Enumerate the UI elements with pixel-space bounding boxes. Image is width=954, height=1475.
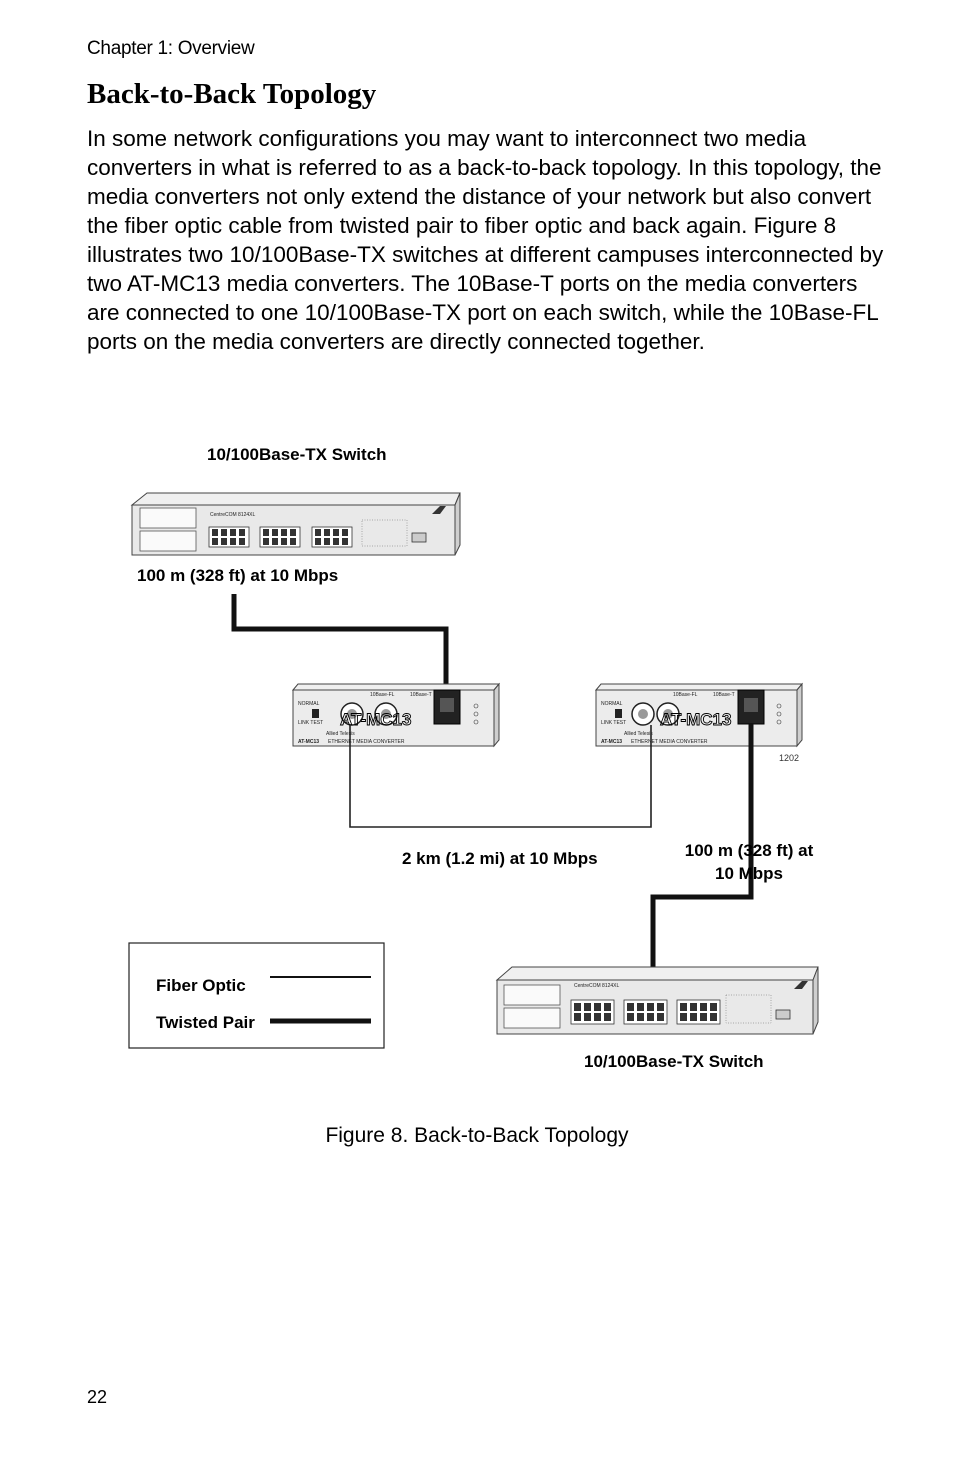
converter-left: NORMAL LINK TEST 10Base-FL 10Base-T AT-M…	[291, 682, 501, 748]
converter-left-brand: Allied Telesis	[326, 731, 355, 737]
converter-right-t-port-label: 10Base-T	[713, 692, 735, 698]
svg-text:NORMAL: NORMAL	[601, 701, 623, 707]
page-number: 22	[87, 1387, 108, 1407]
converter-left-model-small: AT-MC13	[298, 739, 319, 745]
switch-bottom-label: 10/100Base-TX Switch	[584, 1052, 764, 1071]
converter-left-fl-port-label: 10Base-FL	[370, 692, 395, 698]
switch-top-device: CentreCOM 8124XL	[130, 492, 461, 556]
switch-bottom-model: CentreCOM 8124XL	[574, 983, 620, 989]
body-paragraph: In some network configurations you may w…	[87, 126, 884, 354]
fiber-optic-cables	[349, 725, 652, 828]
switch-bottom-device: CentreCOM 8124XL	[495, 966, 819, 1035]
converter-right-model-small: AT-MC13	[601, 739, 622, 745]
right-link-label-line2: 10 Mbps	[715, 864, 783, 883]
converter-right-model-outline: AT-MC13	[660, 710, 731, 729]
converter-left-subtitle: ETHERNET MEDIA CONVERTER	[328, 739, 405, 745]
right-link-label-line1: 100 m (328 ft) at	[685, 841, 814, 860]
twisted-pair-cable-bottom	[650, 724, 754, 1000]
figure-caption: Figure 8. Back-to-Back Topology	[325, 1124, 629, 1147]
converter-right-brand: Allied Telesis	[624, 731, 653, 737]
converter-right: NORMAL LINK TEST 10Base-FL 10Base-T AT-M…	[594, 682, 804, 748]
converter-left-model-outline: AT-MC13	[340, 710, 411, 729]
converter-right-subtitle: ETHERNET MEDIA CONVERTER	[631, 739, 708, 745]
switch-top-model: CentreCOM 8124XL	[210, 512, 256, 518]
section-title: Back-to-Back Topology	[87, 78, 377, 110]
converter-left-t-port-label: 10Base-T	[410, 692, 432, 698]
figure-number: 1202	[779, 753, 799, 763]
switch-top-label: 10/100Base-TX Switch	[207, 445, 387, 464]
chapter-header: Chapter 1: Overview	[87, 38, 255, 59]
twisted-pair-cable-top	[231, 594, 449, 692]
topology-figure: 10/100Base-TX Switch CentreCOM 8124XL 10…	[128, 445, 819, 1071]
legend: Fiber Optic Twisted Pair	[128, 942, 385, 1049]
converter-right-fl-port-label: 10Base-FL	[673, 692, 698, 698]
legend-twisted-label: Twisted Pair	[156, 1013, 255, 1032]
legend-fiber-label: Fiber Optic	[156, 976, 246, 995]
svg-text:LINK TEST: LINK TEST	[601, 720, 626, 726]
fiber-link-label: 2 km (1.2 mi) at 10 Mbps	[402, 849, 598, 868]
svg-text:NORMAL: NORMAL	[298, 701, 320, 707]
top-link-label: 100 m (328 ft) at 10 Mbps	[137, 566, 338, 585]
svg-text:LINK TEST: LINK TEST	[298, 720, 323, 726]
